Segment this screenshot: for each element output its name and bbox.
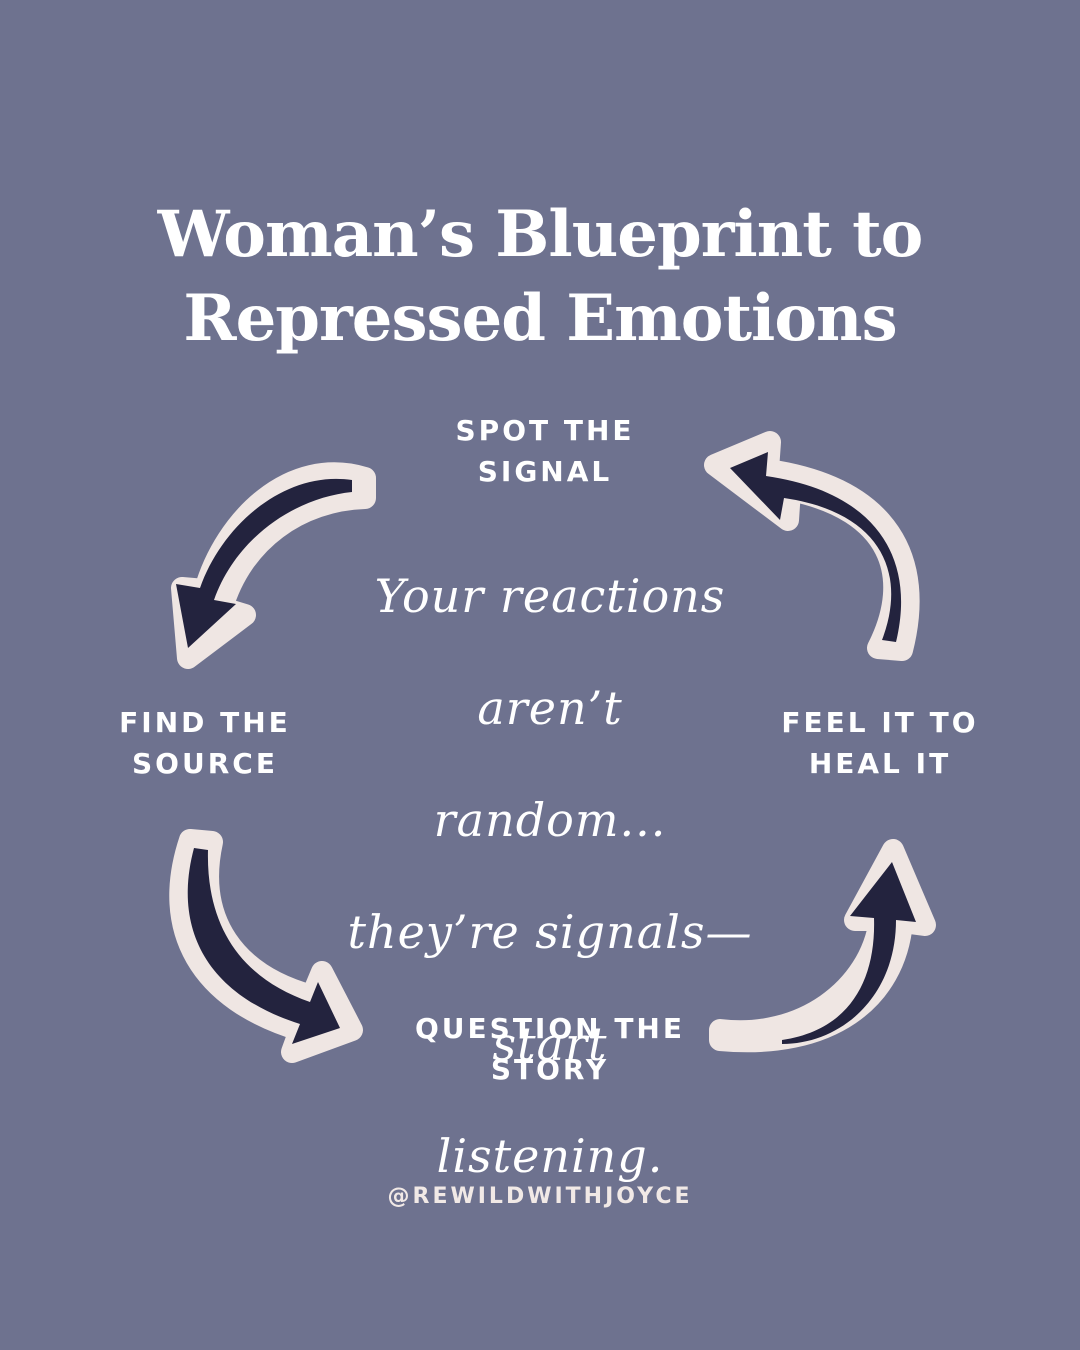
step-label-line: SPOT THE [455,414,635,447]
quote-line-4: listening. [436,1129,664,1183]
quote-line-1: Your reactions aren’t [374,569,726,735]
step-feel-it-to-heal-it: FEEL IT TO HEAL IT [770,702,990,784]
step-label-line: FEEL IT TO [781,706,979,739]
arrow-bottom-left [169,829,363,1063]
center-quote: Your reactions aren’t random... they’re … [300,540,800,1212]
title-line-2: Repressed Emotions [183,280,897,356]
quote-line-3: they’re signals—start [347,905,753,1071]
social-handle: @REWILDWITHJOYCE [387,1184,693,1209]
step-label-line: SIGNAL [477,455,613,488]
page-title: Woman’s Blueprint to Repressed Emotions [0,193,1080,361]
title-line-1: Woman’s Blueprint to [157,196,924,272]
arrow-top-right [704,431,920,661]
quote-line-2: random... [433,793,667,847]
step-find-the-source: FIND THE SOURCE [100,702,310,784]
step-label-line: FIND THE [119,706,291,739]
step-question-the-story: QUESTION THE STORY [395,1008,705,1090]
step-label-line: STORY [490,1053,610,1086]
step-label-line: HEAL IT [808,747,952,780]
step-label-line: SOURCE [132,747,278,780]
step-label-line: QUESTION THE [415,1012,685,1045]
arrow-bottom-right [709,839,936,1053]
step-spot-the-signal: SPOT THE SIGNAL [420,410,670,492]
arrow-top-left [171,462,376,669]
